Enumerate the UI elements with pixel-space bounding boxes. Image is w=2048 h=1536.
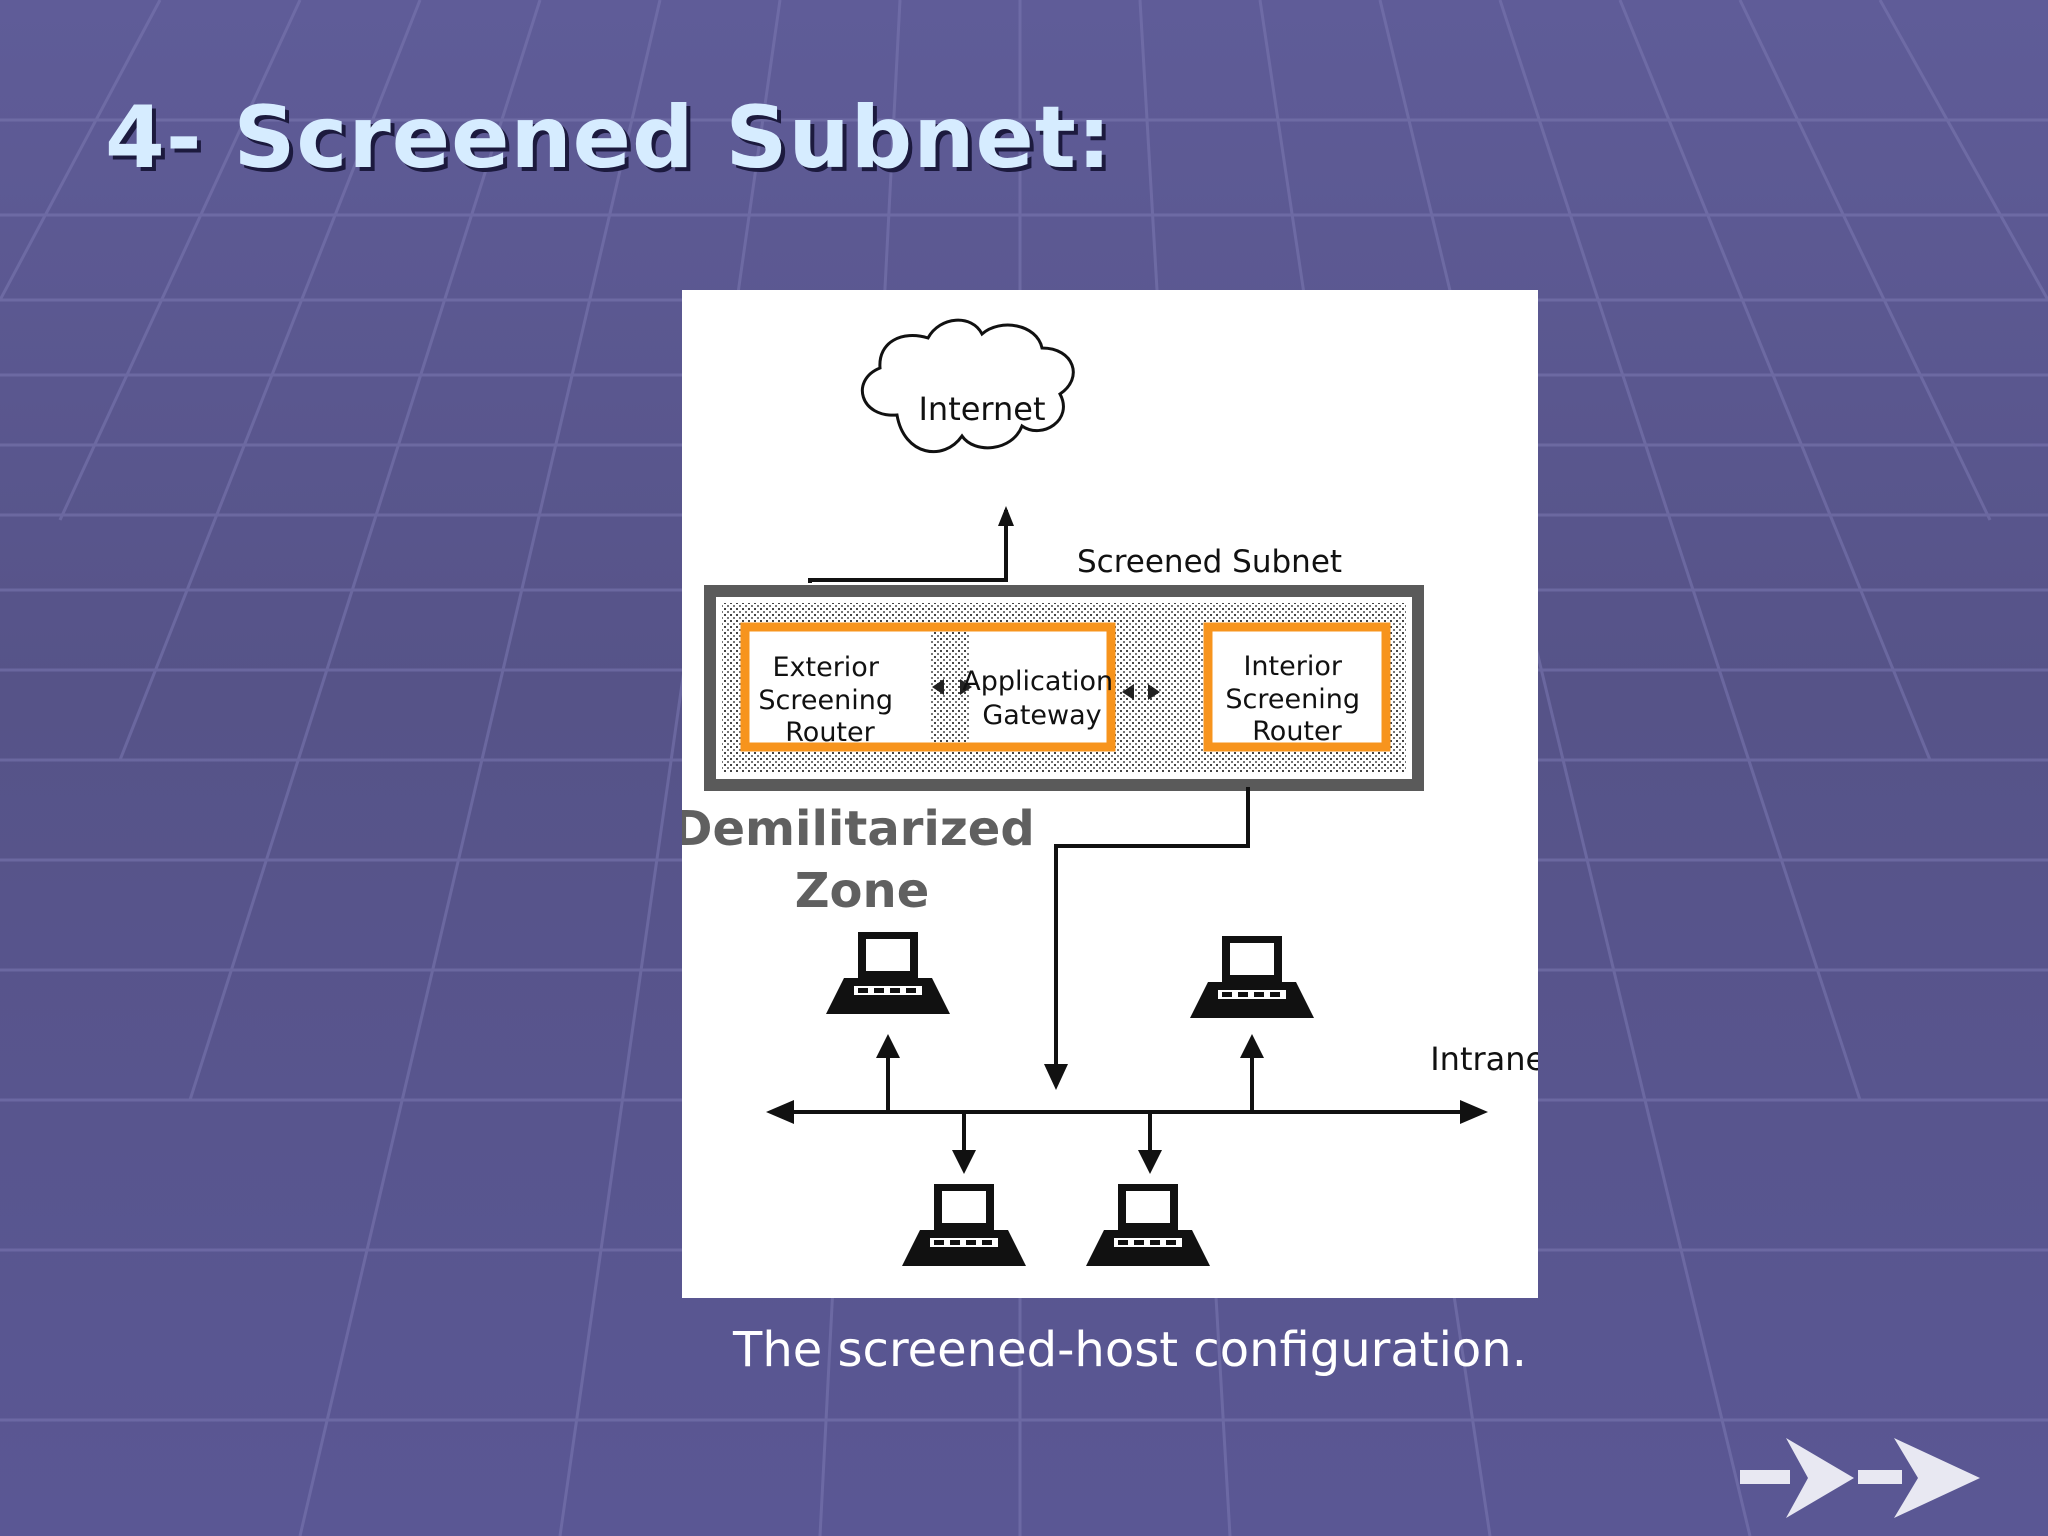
computer-icon (1086, 1112, 1210, 1266)
uplink-line (808, 510, 1008, 583)
double-arrow-right-icon (1740, 1438, 1980, 1518)
interior-downlink-arrow-icon (1044, 1064, 1068, 1090)
uplink-arrow-icon (998, 506, 1014, 526)
dmz-label: Demilitarized Zone (682, 801, 1051, 919)
screened-subnet-label: Screened Subnet (1077, 544, 1342, 580)
exterior-gateway-highlight (740, 622, 1116, 752)
computer-icon (902, 1112, 1026, 1266)
internet-label: Internet (918, 390, 1045, 428)
computer-icon (1190, 936, 1314, 1112)
figure-caption: The screened-host configuration. (733, 1322, 1527, 1378)
slide-title: 4- Screened Subnet: (105, 88, 1113, 188)
application-gateway-label: Application Gateway (962, 666, 1121, 731)
interior-downlink-line (1054, 787, 1250, 1066)
gateway-interior-arrow-icon (1148, 684, 1160, 700)
bus-right-arrow-icon (1460, 1100, 1488, 1124)
interior-router-highlight (1203, 622, 1391, 752)
internet-cloud-icon (861, 318, 1075, 454)
interior-gateway-arrow-icon (1122, 684, 1134, 700)
screened-subnet-diagram: Internet Screened Subnet Exterior Screen… (682, 290, 1538, 1298)
intranet-label: Intranet (1430, 1040, 1538, 1078)
interior-router-label: Interior Screening Router (1225, 651, 1368, 747)
exterior-router-label: Exterior Screening Router (758, 652, 901, 748)
gateway-exterior-arrow-icon (960, 679, 972, 695)
bus-left-arrow-icon (766, 1100, 794, 1124)
exterior-gateway-arrow-icon (932, 679, 944, 695)
computer-icon (826, 932, 950, 1112)
next-slide-button[interactable] (1736, 1432, 1986, 1524)
